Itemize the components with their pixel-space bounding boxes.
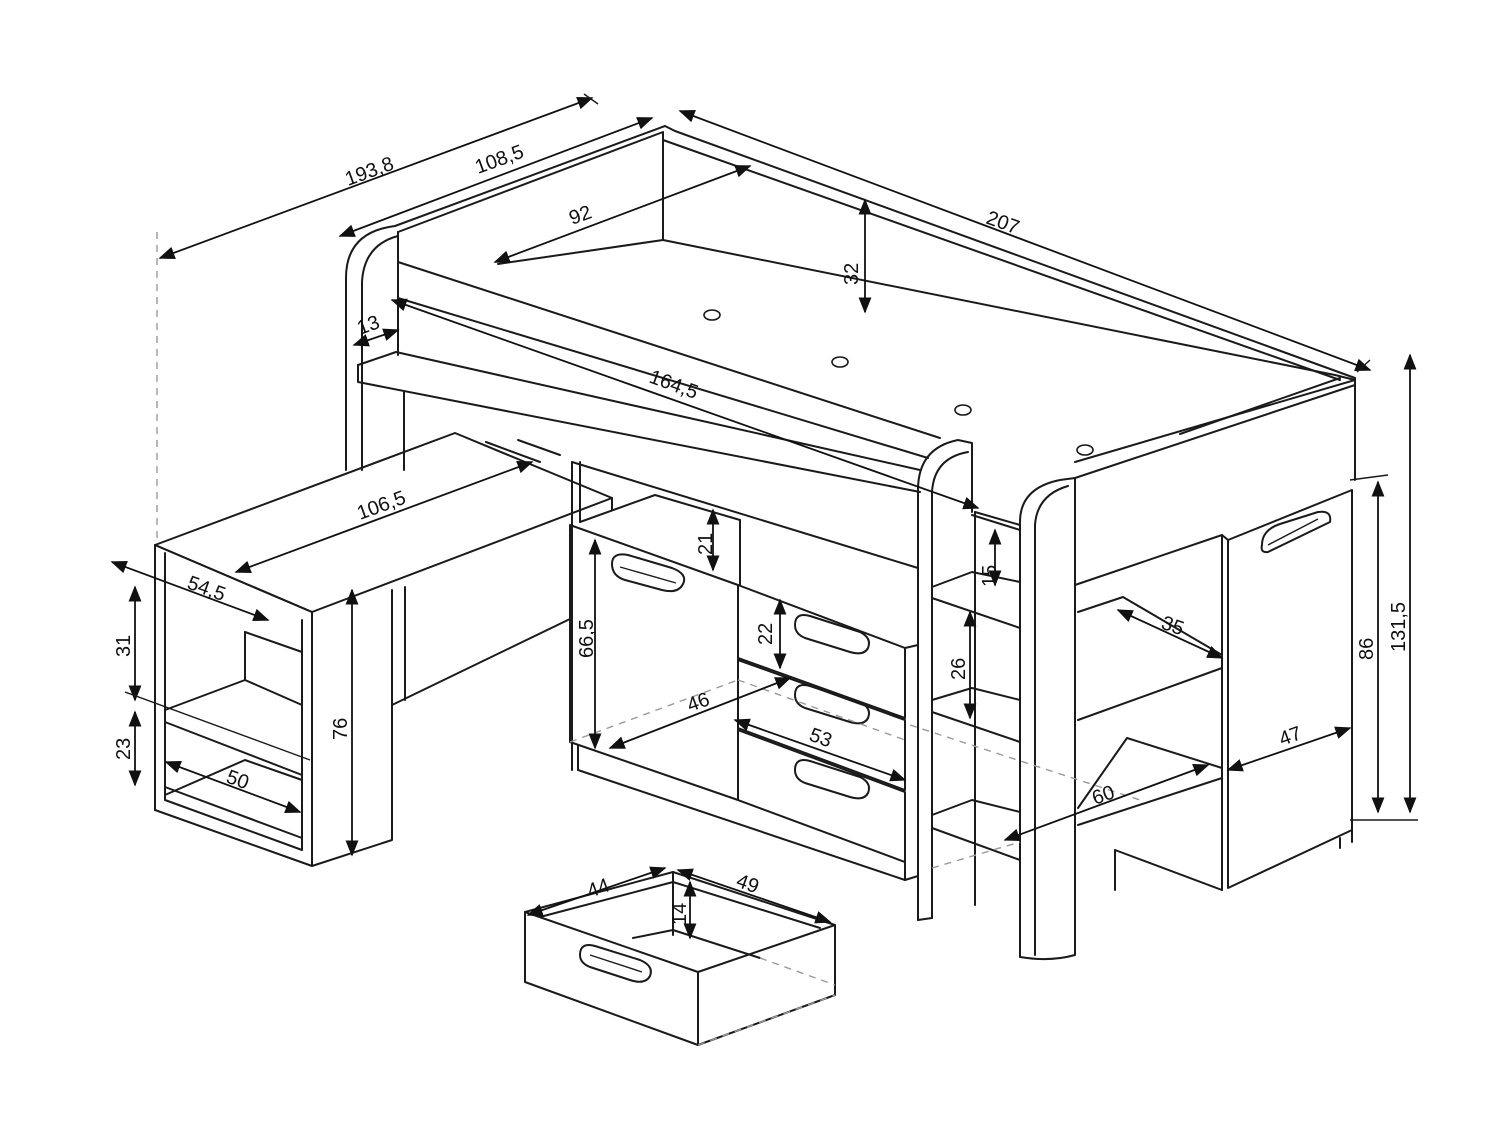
loose-drawer (524, 871, 836, 1046)
label-total-width: 193,8 (342, 153, 397, 191)
label-shelf-height-lower: 23 (113, 738, 135, 760)
label-step-height: 15 (979, 565, 1001, 587)
label-drawer-inner-height: 14 (669, 903, 691, 925)
hole-icon (703, 309, 721, 321)
label-step-gap: 26 (948, 658, 970, 680)
label-desk-length: 106,5 (354, 487, 409, 525)
label-wardrobe-width: 47 (1276, 722, 1304, 750)
hole-icon (1076, 444, 1094, 456)
label-shelf-height-upper: 31 (113, 635, 135, 657)
dimension-labels: 193,8 108,5 92 207 32 13 164,5 106,5 54,… (113, 141, 1410, 925)
cabinet-unit (517, 439, 919, 881)
label-inner-length: 164,5 (646, 366, 701, 404)
hidden-lines (156, 232, 1141, 1046)
label-top-width: 108,5 (472, 141, 527, 179)
label-wardrobe-height: 86 (1356, 638, 1378, 660)
label-desk-depth: 54,5 (184, 572, 228, 606)
hole-icon (954, 404, 972, 416)
label-cabinet-door-height: 66,5 (576, 619, 598, 658)
label-shelf-depth: 50 (223, 766, 251, 794)
label-panel-thickness: 13 (354, 311, 382, 339)
mattress-holes (703, 309, 1094, 456)
label-desk-height: 76 (330, 718, 352, 740)
label-rail-height: 32 (841, 263, 863, 285)
label-total-height: 131,5 (1388, 602, 1410, 652)
label-right-shelf-depth: 35 (1158, 612, 1186, 640)
dimension-lines (110, 93, 1418, 940)
label-cabinet-gap: 21 (695, 533, 717, 555)
label-total-length: 207 (983, 207, 1022, 239)
label-drawer-height: 22 (755, 623, 777, 645)
label-cabinet-width: 53 (806, 724, 834, 752)
label-cabinet-depth: 46 (684, 688, 712, 716)
hole-icon (831, 356, 849, 368)
